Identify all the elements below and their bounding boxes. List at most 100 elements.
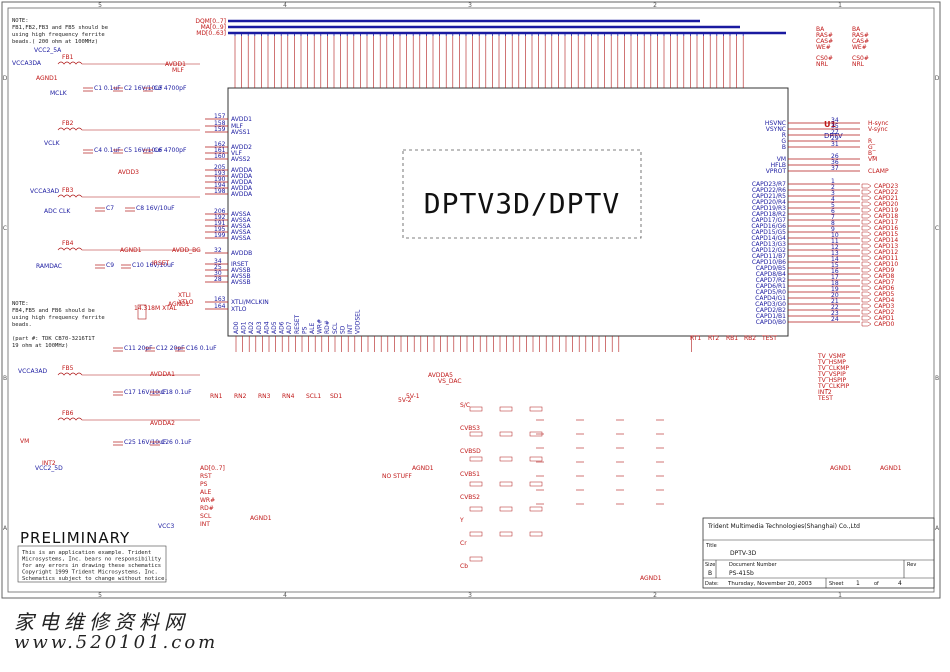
resistor-body xyxy=(499,506,513,512)
bottom-pin-name: AD4 xyxy=(263,321,270,334)
video-signal-label: CVBS3 xyxy=(460,425,480,432)
ram-ctrl-label: RAS# xyxy=(816,32,833,39)
right-bottom-label: TV_HSMP xyxy=(817,359,846,366)
video-signal-label: Cb xyxy=(460,563,468,570)
right-pin-number: 10 xyxy=(831,232,839,239)
bottom-pin-name: RD# xyxy=(324,320,331,334)
left-pin-number: 162 xyxy=(214,141,226,148)
ground-label: AGND1 xyxy=(120,247,142,254)
bottom-pin-name: AD3 xyxy=(256,321,263,334)
note-line: FB4,FB5 and FB6 should be xyxy=(12,308,95,314)
preliminary-stamp: PRELIMINARY xyxy=(20,529,130,547)
left-pin-name: AVDDA xyxy=(231,173,253,180)
ram-ctrl-label: NRL xyxy=(816,61,829,68)
bottom-signal-label: RST xyxy=(200,473,212,480)
border-row-label: B xyxy=(3,375,7,382)
disclaimer-line: This is an application example. Trident xyxy=(22,550,151,556)
ferrite-coil xyxy=(57,372,83,376)
sheet-inner-border xyxy=(7,7,935,593)
left-pin-name: AVDDA xyxy=(231,191,253,198)
note-line: using high frequency ferrite xyxy=(12,32,105,38)
right-pin-number: 1 xyxy=(831,178,835,185)
tb-total: 4 xyxy=(898,580,902,587)
left-pin-name: AVSSA xyxy=(231,223,252,230)
tb-of-label: of xyxy=(874,581,879,587)
left-signal-label: MCLK xyxy=(50,90,68,97)
border-col-label: 2 xyxy=(653,2,657,9)
tb-title-label: Title xyxy=(705,543,717,549)
left-pin-name: AVSSA xyxy=(231,229,252,236)
right-pin-number: 4 xyxy=(831,196,835,203)
disclaimer-box xyxy=(17,545,167,583)
cap-label: C2 16V/10uF xyxy=(124,85,163,92)
cap-label: C18 0.1uF xyxy=(161,389,192,396)
note-line: using high frequency ferrite xyxy=(12,315,105,321)
bottom-signal-label: RN1 xyxy=(210,393,223,400)
left-pin-number: 206 xyxy=(214,208,226,215)
right-pin-number: 37 xyxy=(831,165,839,172)
left-pin-number: 199 xyxy=(214,232,226,239)
left-pin-number: 25 xyxy=(214,264,222,271)
right-pin-name: VPROT xyxy=(766,168,787,175)
right-pin-number: 29 xyxy=(831,135,839,142)
cap-signal-label: CAPD11 xyxy=(874,255,898,262)
right-pin-number: 12 xyxy=(831,244,839,251)
right-pin-number: 17 xyxy=(831,274,839,281)
bottom-signal-label: SCL xyxy=(200,513,212,520)
right-pin-name: CAPD16/G6 xyxy=(751,223,786,230)
resistor-body xyxy=(469,506,483,512)
border-row-label: C xyxy=(3,225,7,232)
disclaimer-line: for any errors in drawing these schemati… xyxy=(22,563,161,569)
right-bottom-label: RT2 xyxy=(708,335,719,342)
chip-u1-body xyxy=(227,87,789,337)
resistor-body xyxy=(499,531,513,537)
resistor-body xyxy=(529,506,543,512)
power-label: VCCA3AD xyxy=(30,188,60,195)
right-pin-name: CAPD11/B7 xyxy=(752,253,786,260)
cap-flag xyxy=(861,207,872,213)
right-bottom-label: TV_VSPIP xyxy=(817,371,846,378)
left-signal-label: 14.318M XTAL xyxy=(134,305,177,312)
note-line: beads. xyxy=(12,322,32,328)
ferrite-coil xyxy=(57,247,83,251)
left-pin-name: MLF xyxy=(231,123,244,130)
right-bottom-label: RT1 xyxy=(690,335,701,342)
watermark-url: www.520101.com xyxy=(14,632,219,653)
left-pin-number: 32 xyxy=(214,247,222,254)
left-signal-label: IRSET xyxy=(152,260,170,267)
right-pin-number: 15 xyxy=(831,262,839,269)
cap-flag xyxy=(861,201,872,207)
capture-signal-labels: CAPD23CAPD22CAPD21CAPD20CAPD19CAPD18CAPD… xyxy=(816,26,898,328)
ferrite-label: FB1 xyxy=(62,54,74,61)
left-pin-name: XTLO xyxy=(231,306,247,313)
left-pin-name: IRSET xyxy=(231,261,249,268)
chip-title-box xyxy=(402,149,642,239)
left-pin-number: 192 xyxy=(214,214,226,221)
left-pin-name: AVSSB xyxy=(231,267,251,274)
cap-label: C8 16V/10uF xyxy=(136,205,175,212)
bottom-pin-name: ALE xyxy=(309,323,316,334)
bottom-signal-label: RN3 xyxy=(258,393,271,400)
right-pin-name: CAPD13/G3 xyxy=(751,241,786,248)
resistor-body xyxy=(499,481,513,487)
power-label: VCCA3DA xyxy=(12,60,42,67)
border-row-label: A xyxy=(935,525,940,532)
right-pin-name: CAPD9/B5 xyxy=(756,265,786,272)
left-pin-number: 198 xyxy=(214,188,226,195)
ferrite-coil xyxy=(57,417,83,421)
border-row-label: A xyxy=(3,525,8,532)
bottom-signal-label: AD[0..7] xyxy=(200,465,225,472)
right-pin-number: 8 xyxy=(831,220,835,227)
tb-docnum: PS-415b xyxy=(729,570,754,577)
left-pin-name: AVDD1 xyxy=(231,116,252,123)
right-pin-number: 3 xyxy=(831,190,835,197)
right-pin-number: 18 xyxy=(831,280,839,287)
right-bottom-label: RB1 xyxy=(726,335,738,342)
cap-signal-label: CAPD9 xyxy=(874,267,895,274)
sync-signal-label: G_ xyxy=(868,144,877,151)
cap-label: C16 0.1uF xyxy=(186,345,217,352)
ferrite-coil xyxy=(57,127,83,131)
right-pin-name: CAPD14/G4 xyxy=(751,235,786,242)
cap-label: C5 16V/10uF xyxy=(124,147,163,154)
